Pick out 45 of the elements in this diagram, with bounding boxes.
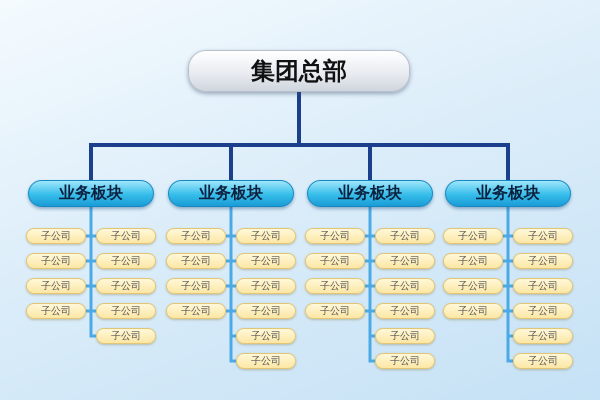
subsidiary-box: 子公司 [26, 303, 86, 319]
business-unit-box: 业务板块 [307, 180, 433, 207]
subsidiary-box: 子公司 [443, 253, 503, 269]
subsidiary-box: 子公司 [375, 303, 435, 319]
subsidiary-box: 子公司 [305, 278, 365, 294]
subsidiary-box: 子公司 [26, 228, 86, 244]
subsidiary-box: 子公司 [443, 278, 503, 294]
subsidiary-box: 子公司 [513, 278, 573, 294]
subsidiary-box: 子公司 [26, 278, 86, 294]
subsidiary-box: 子公司 [236, 253, 296, 269]
subsidiary-box: 子公司 [375, 278, 435, 294]
business-unit-box: 业务板块 [28, 180, 154, 207]
connector-line [297, 92, 510, 180]
subsidiary-box: 子公司 [443, 303, 503, 319]
subsidiary-box: 子公司 [96, 228, 156, 244]
subsidiary-box: 子公司 [96, 328, 156, 344]
subsidiary-box: 子公司 [236, 228, 296, 244]
subsidiary-box: 子公司 [236, 328, 296, 344]
subsidiary-box: 子公司 [513, 303, 573, 319]
subsidiary-box: 子公司 [26, 253, 86, 269]
subsidiary-box: 子公司 [305, 303, 365, 319]
subsidiary-box: 子公司 [166, 228, 226, 244]
subsidiary-box: 子公司 [443, 228, 503, 244]
headquarters-box: 集团总部 [188, 50, 410, 92]
subsidiary-box: 子公司 [375, 353, 435, 369]
subsidiary-box: 子公司 [236, 353, 296, 369]
subsidiary-box: 子公司 [375, 328, 435, 344]
subsidiary-box: 子公司 [236, 303, 296, 319]
business-unit-box: 业务板块 [168, 180, 294, 207]
subsidiary-box: 子公司 [166, 303, 226, 319]
subsidiary-box: 子公司 [236, 278, 296, 294]
subsidiary-box: 子公司 [96, 303, 156, 319]
subsidiary-box: 子公司 [513, 353, 573, 369]
subsidiary-box: 子公司 [305, 228, 365, 244]
subsidiary-box: 子公司 [375, 228, 435, 244]
subsidiary-box: 子公司 [166, 253, 226, 269]
subsidiary-box: 子公司 [513, 328, 573, 344]
subsidiary-box: 子公司 [96, 253, 156, 269]
subsidiary-box: 子公司 [96, 278, 156, 294]
subsidiary-box: 子公司 [513, 228, 573, 244]
subsidiary-box: 子公司 [513, 253, 573, 269]
business-unit-box: 业务板块 [445, 180, 571, 207]
subsidiary-box: 子公司 [375, 253, 435, 269]
subsidiary-box: 子公司 [166, 278, 226, 294]
subsidiary-box: 子公司 [305, 253, 365, 269]
